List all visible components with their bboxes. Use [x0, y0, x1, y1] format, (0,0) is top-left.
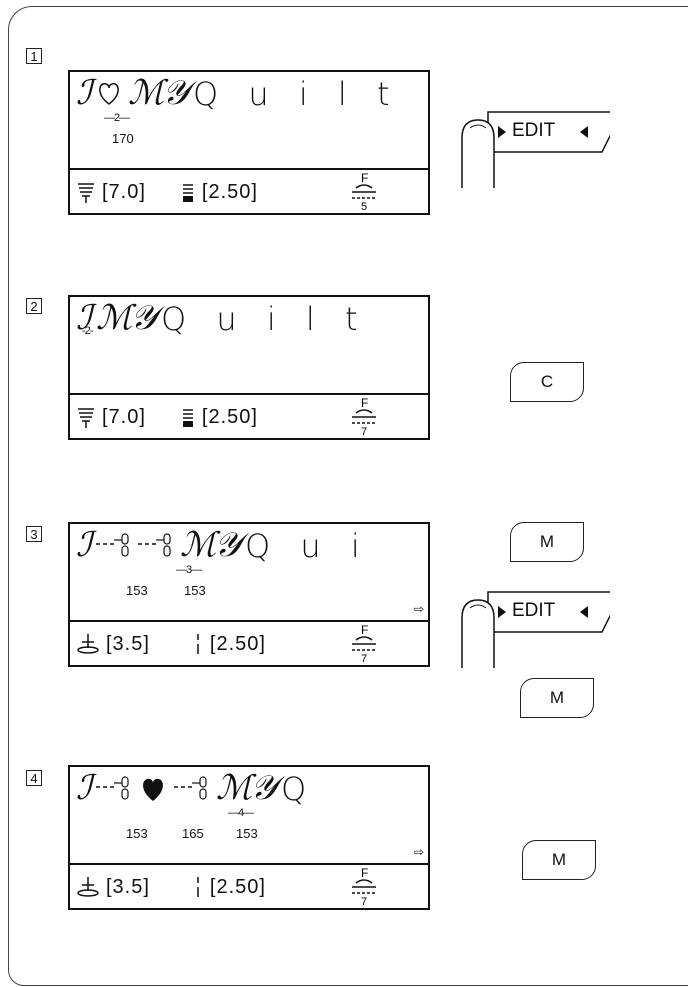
heart-filled-icon [143, 778, 163, 801]
svg-text:F: F [361, 866, 368, 880]
pattern-text-quilt: Q u i l t [193, 75, 400, 113]
svg-text:F: F [361, 171, 368, 185]
stitch-length-value: [2.50] [201, 180, 258, 203]
lcd-divider [70, 620, 428, 622]
edit-key-label: EDIT [512, 600, 556, 621]
scroll-right-icon: ⇨ [413, 845, 424, 859]
memory-button[interactable]: M [520, 678, 594, 718]
pattern-script-i: ℐ [76, 75, 92, 112]
presser-foot-icon: F 7 [352, 396, 376, 438]
stitch-width-icon [78, 183, 94, 203]
cursor-position-label: -2- [82, 325, 93, 337]
stitch-length-icon [182, 409, 193, 427]
quilting-stitch-icon [95, 533, 129, 557]
quilting-stitch-icon [137, 533, 171, 557]
lcd-display-step-1: ℐ ℳ𝒴 Q u i l t —2— 170 [7.0] [2.50] F [68, 70, 430, 215]
svg-text:7: 7 [361, 426, 367, 438]
svg-text:7: 7 [361, 896, 367, 908]
scroll-right-icon: ⇨ [413, 602, 424, 616]
quilting-stitch-icon [95, 776, 129, 800]
pattern-row: ℐ ℳ𝒴 Q [76, 769, 424, 813]
edit-key-label: EDIT [512, 120, 556, 141]
pattern-code: 170 [112, 131, 134, 146]
stitch-width-value: [3.5] [106, 632, 150, 655]
svg-text:7: 7 [361, 653, 367, 665]
pattern-code: 153 [236, 826, 258, 841]
pattern-script-my: ℳ𝒴 [127, 75, 189, 112]
lcd-display-step-4: ℐ ℳ𝒴 Q —4— 153 165 153 ⇨ [3.5] [68, 765, 430, 910]
svg-text:F: F [361, 396, 368, 410]
pattern-script-my: ℳ𝒴 [95, 300, 157, 337]
presser-foot-icon: F 7 [352, 866, 376, 908]
pattern-text-q: Q [281, 770, 317, 808]
presser-foot-icon: F 5 [352, 171, 376, 213]
stitch-width-value: [7.0] [102, 405, 146, 428]
pattern-code: 153 [184, 583, 206, 598]
pattern-row: ℐ ℳ𝒴 Q u i l t [76, 299, 424, 343]
cursor-position-label: —3— [176, 564, 202, 576]
memory-button[interactable]: M [510, 522, 584, 562]
presser-foot-icon: F 7 [352, 623, 376, 665]
svg-text:5: 5 [361, 201, 367, 213]
pattern-code: 153 [126, 826, 148, 841]
stitch-width-icon [78, 408, 94, 428]
pattern-text-qui: Q u i [245, 527, 370, 565]
step-number-3: 3 [26, 526, 42, 542]
pattern-script-i: ℐ [76, 300, 92, 337]
settings-row: [3.5] [2.50] [76, 624, 422, 664]
pattern-script-my: ℳ𝒴 [179, 527, 241, 564]
step-number-4: 4 [26, 770, 42, 786]
lcd-display-step-3: ℐ ℳ𝒴 Q u i —3— 153 153 ⇨ [3.5] [68, 522, 430, 667]
stitch-width-value: [3.5] [106, 875, 150, 898]
stitch-length-icon [197, 634, 199, 654]
heart-outline-icon [99, 83, 119, 105]
quilting-stitch-icon [173, 776, 207, 800]
settings-row: [3.5] [2.50] [76, 867, 422, 907]
stitch-length-icon [197, 877, 199, 897]
memory-button[interactable]: M [522, 840, 596, 880]
settings-row: [7.0] [2.50] [76, 397, 422, 437]
lcd-display-step-2: ℐ ℳ𝒴 Q u i l t -2- [7.0] [2.50] F 7 [68, 295, 430, 440]
edit-key-outline [461, 591, 610, 668]
stitch-width-value: [7.0] [102, 180, 146, 203]
step-number-2: 2 [26, 298, 42, 314]
edit-key-step-1[interactable]: EDIT [452, 98, 610, 188]
stitch-balance-icon [77, 877, 99, 897]
svg-text:F: F [361, 623, 368, 637]
pattern-text-quilt: Q u i l t [161, 300, 368, 338]
lcd-divider [70, 863, 428, 865]
stitch-length-value: [2.50] [209, 875, 266, 898]
edit-key-outline [461, 111, 610, 188]
edit-key-step-3[interactable]: EDIT [452, 578, 610, 668]
cursor-position-label: —4— [228, 807, 254, 819]
pattern-script-my: ℳ𝒴 [215, 770, 277, 807]
stitch-length-icon [182, 184, 193, 202]
pattern-row: ℐ ℳ𝒴 Q u i [76, 526, 424, 570]
stitch-length-value: [2.50] [201, 405, 258, 428]
stitch-balance-icon [77, 634, 99, 654]
pattern-script-i: ℐ [76, 527, 92, 564]
stitch-length-value: [2.50] [209, 632, 266, 655]
pattern-script-i: ℐ [76, 770, 92, 807]
pattern-code: 153 [126, 583, 148, 598]
settings-row: [7.0] [2.50] [76, 172, 422, 212]
step-number-1: 1 [26, 48, 42, 64]
pattern-code: 165 [182, 826, 204, 841]
cursor-position-label: —2— [104, 112, 130, 124]
page-frame [8, 6, 688, 986]
clear-button[interactable]: C [510, 362, 584, 402]
pattern-row: ℐ ℳ𝒴 Q u i l t [76, 74, 424, 118]
lcd-divider [70, 393, 428, 395]
lcd-divider [70, 168, 428, 170]
